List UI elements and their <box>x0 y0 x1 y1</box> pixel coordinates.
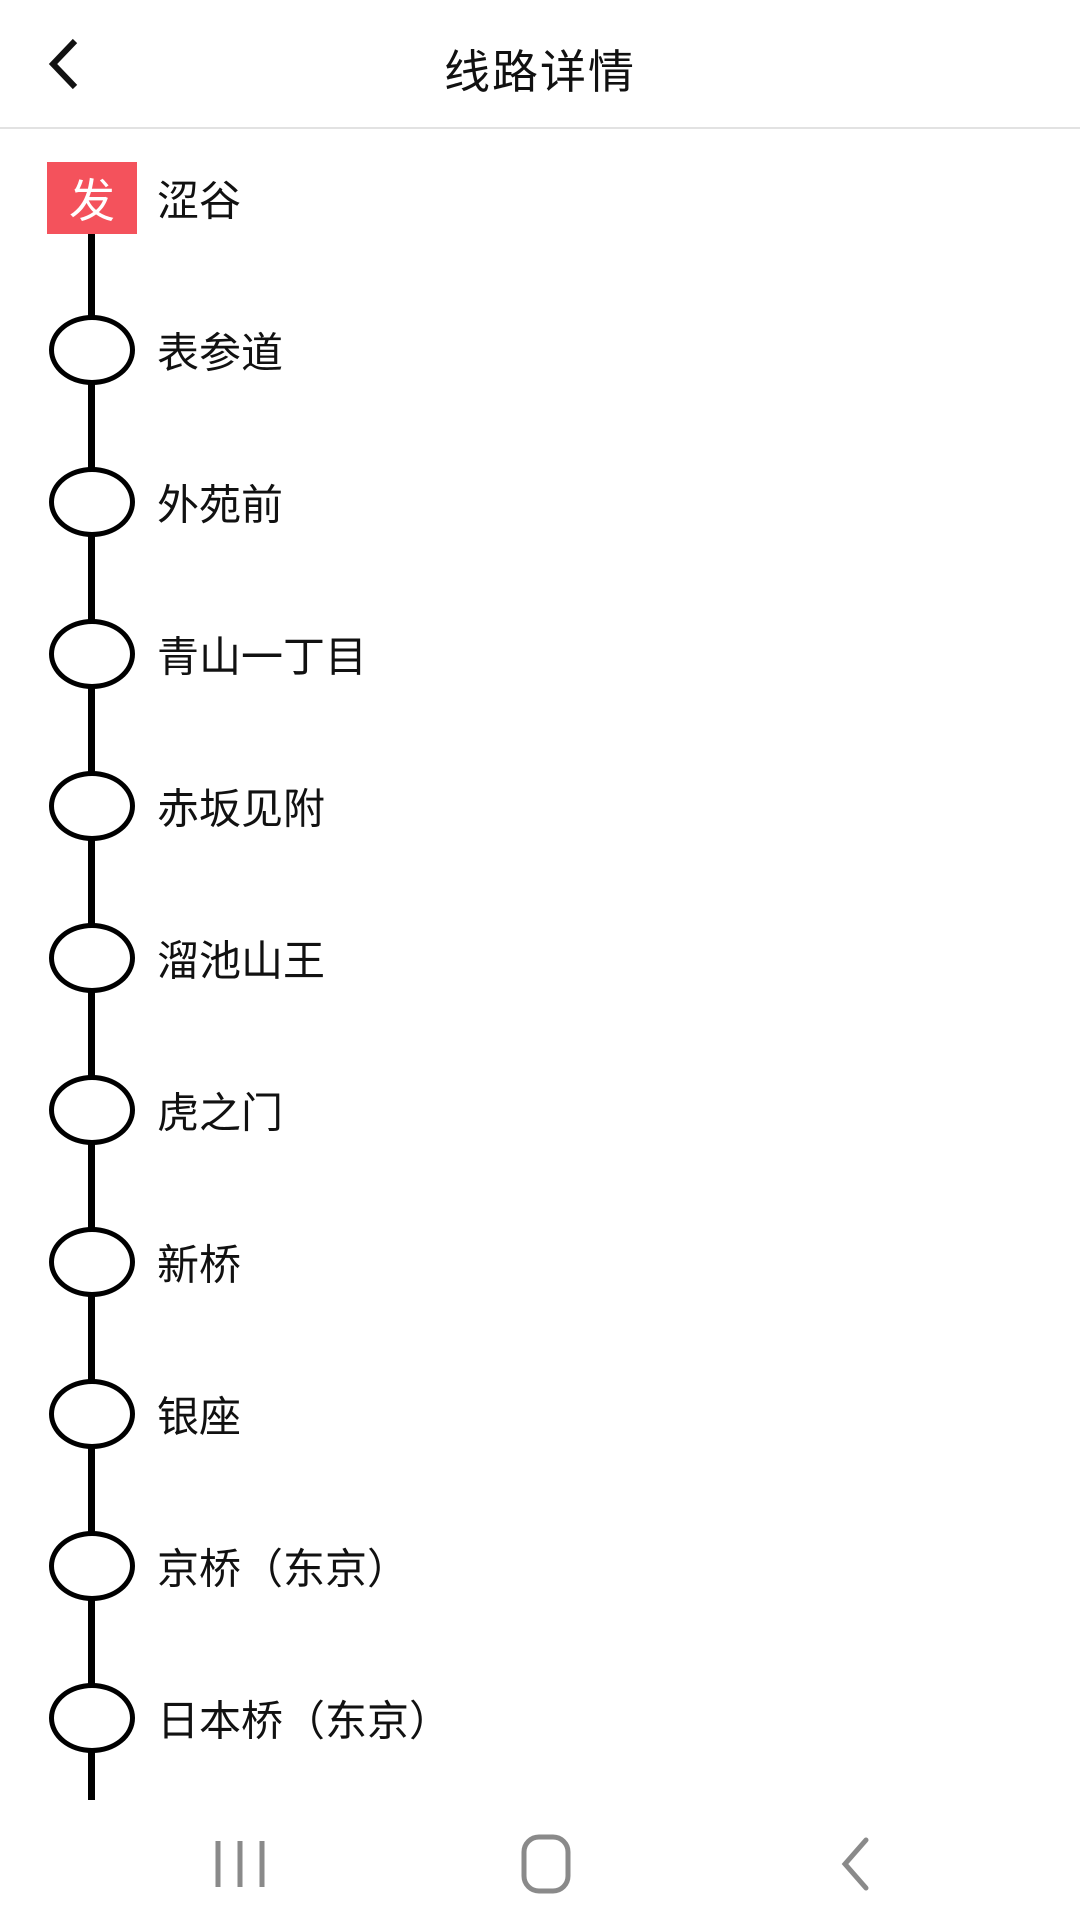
station-row: 虎之门 <box>0 1034 1080 1186</box>
station-row: 京桥（东京） <box>0 1490 1080 1642</box>
back-nav-button[interactable] <box>800 1814 910 1914</box>
recents-icon <box>215 1841 265 1887</box>
timeline-line <box>88 198 95 1800</box>
station-circle <box>49 923 135 993</box>
android-nav-bar <box>0 1808 1080 1920</box>
station-name: 涩谷 <box>157 177 242 225</box>
station-name: 虎之门 <box>157 1089 284 1137</box>
station-row: 外苑前 <box>0 426 1080 578</box>
origin-badge: 发 <box>47 162 137 234</box>
station-row: 新桥 <box>0 1186 1080 1338</box>
station-row: 银座 <box>0 1338 1080 1490</box>
station-row: 发 涩谷 <box>0 122 1080 274</box>
station-name: 青山一丁目 <box>157 633 368 681</box>
station-row: 赤坂见附 <box>0 730 1080 882</box>
home-icon <box>521 1834 571 1894</box>
station-circle <box>49 467 135 537</box>
station-name: 京桥（东京） <box>157 1545 410 1593</box>
station-name: 赤坂见附 <box>157 785 326 833</box>
station-circle <box>49 1683 135 1753</box>
station-name: 外苑前 <box>157 481 284 529</box>
station-circle <box>49 1531 135 1601</box>
station-circle <box>49 619 135 689</box>
station-circle <box>49 1379 135 1449</box>
station-name: 溜池山王 <box>157 937 326 985</box>
back-icon <box>841 1837 869 1891</box>
station-row: 表参道 <box>0 274 1080 426</box>
station-name: 表参道 <box>157 329 284 377</box>
chevron-left-icon <box>48 38 78 89</box>
station-row: 溜池山王 <box>0 882 1080 1034</box>
station-circle <box>49 1227 135 1297</box>
station-circle <box>49 1075 135 1145</box>
station-circle <box>49 771 135 841</box>
station-name: 银座 <box>157 1393 242 1441</box>
station-name: 日本桥（东京） <box>157 1697 452 1745</box>
station-name: 新桥 <box>157 1241 242 1289</box>
recents-button[interactable] <box>185 1814 295 1914</box>
page-title: 线路详情 <box>444 45 636 98</box>
header: 线路详情 <box>0 0 1080 129</box>
back-button[interactable] <box>28 29 98 99</box>
station-row: 日本桥（东京） <box>0 1642 1080 1794</box>
station-row: 青山一丁目 <box>0 578 1080 730</box>
station-circle <box>49 315 135 385</box>
station-list: 发 涩谷 表参道 外苑前 青山一丁目 赤坂见附 溜池山王 虎之门 新桥 银座 京… <box>0 122 1080 1794</box>
home-button[interactable] <box>491 1814 601 1914</box>
